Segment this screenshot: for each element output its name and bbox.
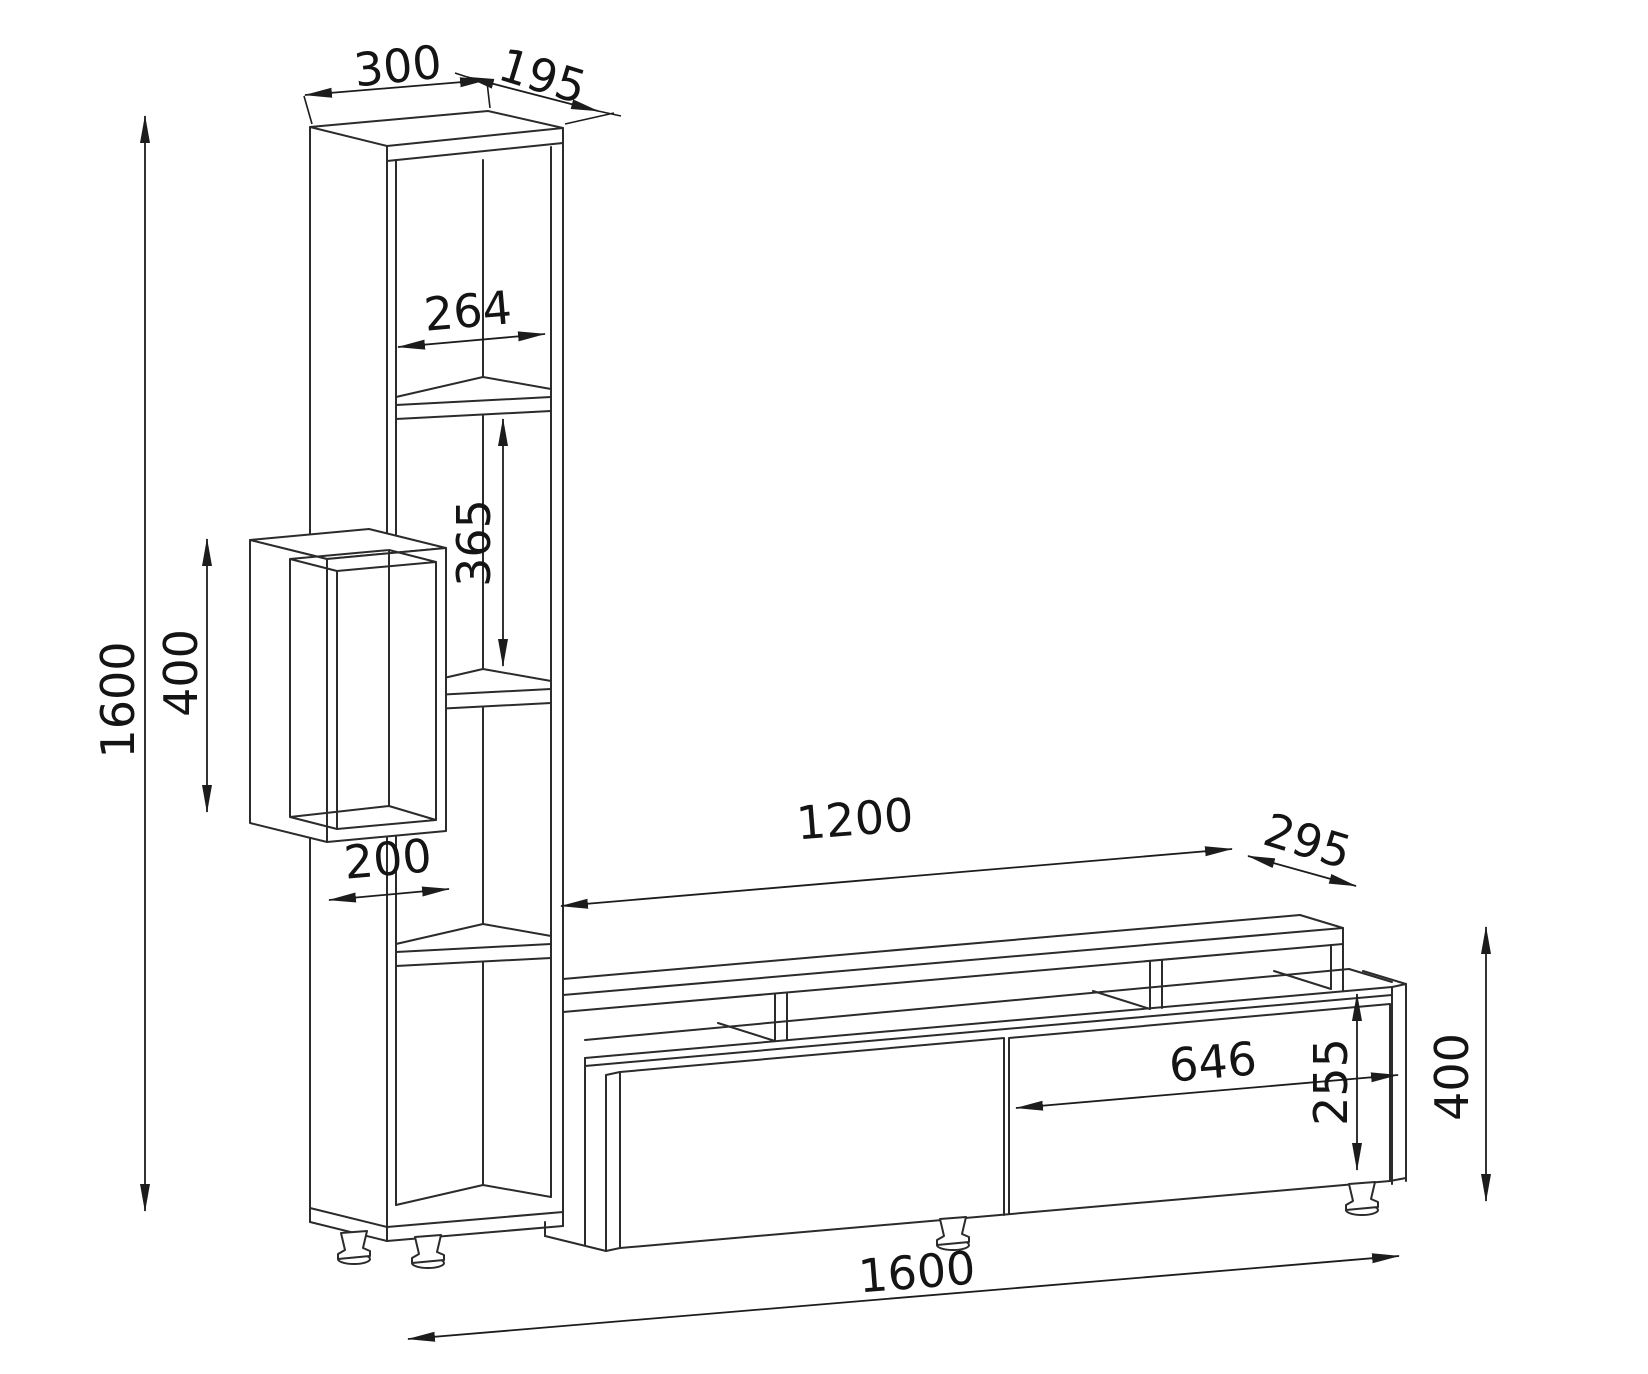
cabinet-top-back-edge — [584, 968, 1350, 1041]
dim-door-width: 646 — [1015, 1031, 1399, 1111]
shelf-riser-left — [774, 992, 788, 1042]
dim-door-height: 255 — [1304, 993, 1362, 1171]
dim-label-door-height: 255 — [1304, 1038, 1358, 1126]
dim-tv-shelf-length: 1200 — [560, 787, 1233, 909]
dimension-line — [1015, 1072, 1399, 1111]
wall-box-left-face — [249, 539, 328, 843]
tower-bottom-front-edge — [386, 1211, 564, 1242]
interior-depth-line-1 — [717, 1022, 776, 1042]
dimension-line — [407, 1253, 1400, 1342]
dim-label-tv-shelf-length: 1200 — [794, 787, 915, 850]
cabinet-back-right-depth-edge — [1348, 968, 1393, 983]
tv-stand-top-shelf — [562, 914, 1344, 1013]
cabinet-right-top-edge — [1391, 983, 1407, 988]
dim-label-tv-shelf-depth: 295 — [1258, 802, 1358, 879]
tv-stand-cabinet — [544, 943, 1407, 1252]
top-shelf-bottom-edge — [562, 943, 1344, 1013]
foot — [1345, 1181, 1379, 1216]
cabinet-left-base-edge — [544, 1235, 607, 1252]
cabinet-top-front-edge — [584, 986, 1393, 1059]
top-shelf-back-edge — [562, 914, 1301, 980]
dimension-line — [560, 846, 1233, 909]
dim-label-total-height: 1600 — [91, 641, 145, 758]
dim-wall-box-height: 400 — [154, 538, 212, 813]
dimensions: 300 195 264 365 400 1600 200 — [91, 35, 1491, 1342]
cabinet-right-panel-back-edge — [1362, 970, 1407, 985]
top-shelf-front-edge — [562, 927, 1344, 996]
dim-total-height: 1600 — [91, 115, 150, 1212]
tower-top-band — [386, 142, 564, 162]
dim-label-tower-shelf-spacing: 365 — [447, 499, 501, 587]
wall-box-front-frame — [326, 547, 447, 843]
tower-base-floor — [395, 1184, 552, 1206]
dim-tower-inner-width: 264 — [397, 280, 546, 350]
dim-tower-width: 300 — [303, 35, 491, 125]
left-door-end-cap — [605, 1071, 621, 1252]
shelf-riser-right — [1149, 959, 1163, 1010]
dimension-line — [466, 76, 599, 112]
dim-label-tower-inner-width: 264 — [422, 280, 514, 341]
tower-top-face — [309, 110, 564, 147]
tower-shelf-1 — [395, 376, 552, 420]
foot — [337, 1230, 371, 1265]
dimension-line — [397, 331, 546, 350]
dimension-line — [1247, 855, 1357, 887]
dim-tv-shelf-depth: 295 — [1247, 802, 1358, 887]
wall-box — [249, 528, 447, 843]
dimension-line — [328, 886, 450, 903]
left-door-panel — [619, 1037, 1005, 1249]
tower-shelf-3 — [395, 923, 552, 967]
dimension-line — [304, 77, 488, 98]
dim-label-tv-stand-height: 400 — [1425, 1033, 1479, 1121]
interior-depth-line-3 — [1273, 970, 1332, 990]
dim-label-door-width: 646 — [1167, 1031, 1259, 1092]
dim-label-tower-width: 300 — [351, 35, 444, 98]
top-shelf-end-top-edge — [1299, 914, 1344, 929]
foot — [936, 1216, 970, 1251]
interior-depth-line-2 — [1092, 990, 1151, 1010]
cabinet-right-bottom-edge — [1389, 1177, 1407, 1182]
wall-box-interior — [289, 549, 437, 830]
dim-tv-stand-height: 400 — [1425, 926, 1491, 1202]
dim-wall-box-width: 200 — [328, 828, 450, 903]
dim-label-wall-box-width: 200 — [342, 828, 434, 889]
dim-tower-shelf-spacing: 365 — [447, 418, 508, 667]
dim-label-tv-stand-length: 1600 — [856, 1240, 977, 1303]
dim-tv-stand-length: 1600 — [407, 1240, 1400, 1342]
cabinet-top-band-bottom — [584, 994, 1393, 1067]
dim-label-tower-depth: 195 — [493, 37, 593, 114]
shelf-riser-end — [1330, 943, 1344, 991]
dim-label-wall-box-height: 400 — [154, 629, 208, 717]
foot — [411, 1234, 445, 1269]
